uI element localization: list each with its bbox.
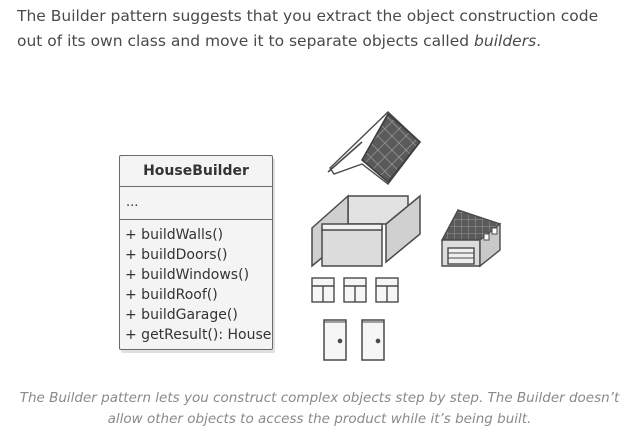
- method-build-windows: + buildWindows(): [125, 267, 250, 283]
- class-methods: + buildWalls() + buildDoors() + buildWin…: [120, 220, 272, 349]
- walls-icon: [311, 194, 421, 268]
- method-build-roof: + buildRoof(): [125, 287, 218, 303]
- class-diagram-box: HouseBuilder ... + buildWalls() + buildD…: [119, 155, 273, 350]
- intro-paragraph: The Builder pattern suggests that you ex…: [17, 4, 627, 54]
- method-build-garage: + buildGarage(): [125, 307, 238, 323]
- intro-text-end: .: [536, 32, 542, 50]
- method-get-result: + getResult(): House: [125, 327, 272, 343]
- class-name: HouseBuilder: [120, 156, 272, 187]
- figure-caption: The Builder pattern lets you construct c…: [19, 390, 620, 427]
- garage-icon: [440, 209, 502, 268]
- house-parts-illustration: [311, 111, 502, 361]
- door-icon: [323, 319, 385, 361]
- method-build-doors: + buildDoors(): [125, 247, 228, 263]
- intro-text: The Builder pattern suggests that you ex…: [17, 7, 599, 50]
- method-build-walls: + buildWalls(): [125, 227, 224, 243]
- class-fields: ...: [120, 187, 272, 220]
- roof-icon: [327, 111, 422, 185]
- intro-emphasis: builders: [474, 32, 537, 50]
- window-icon: [311, 277, 399, 303]
